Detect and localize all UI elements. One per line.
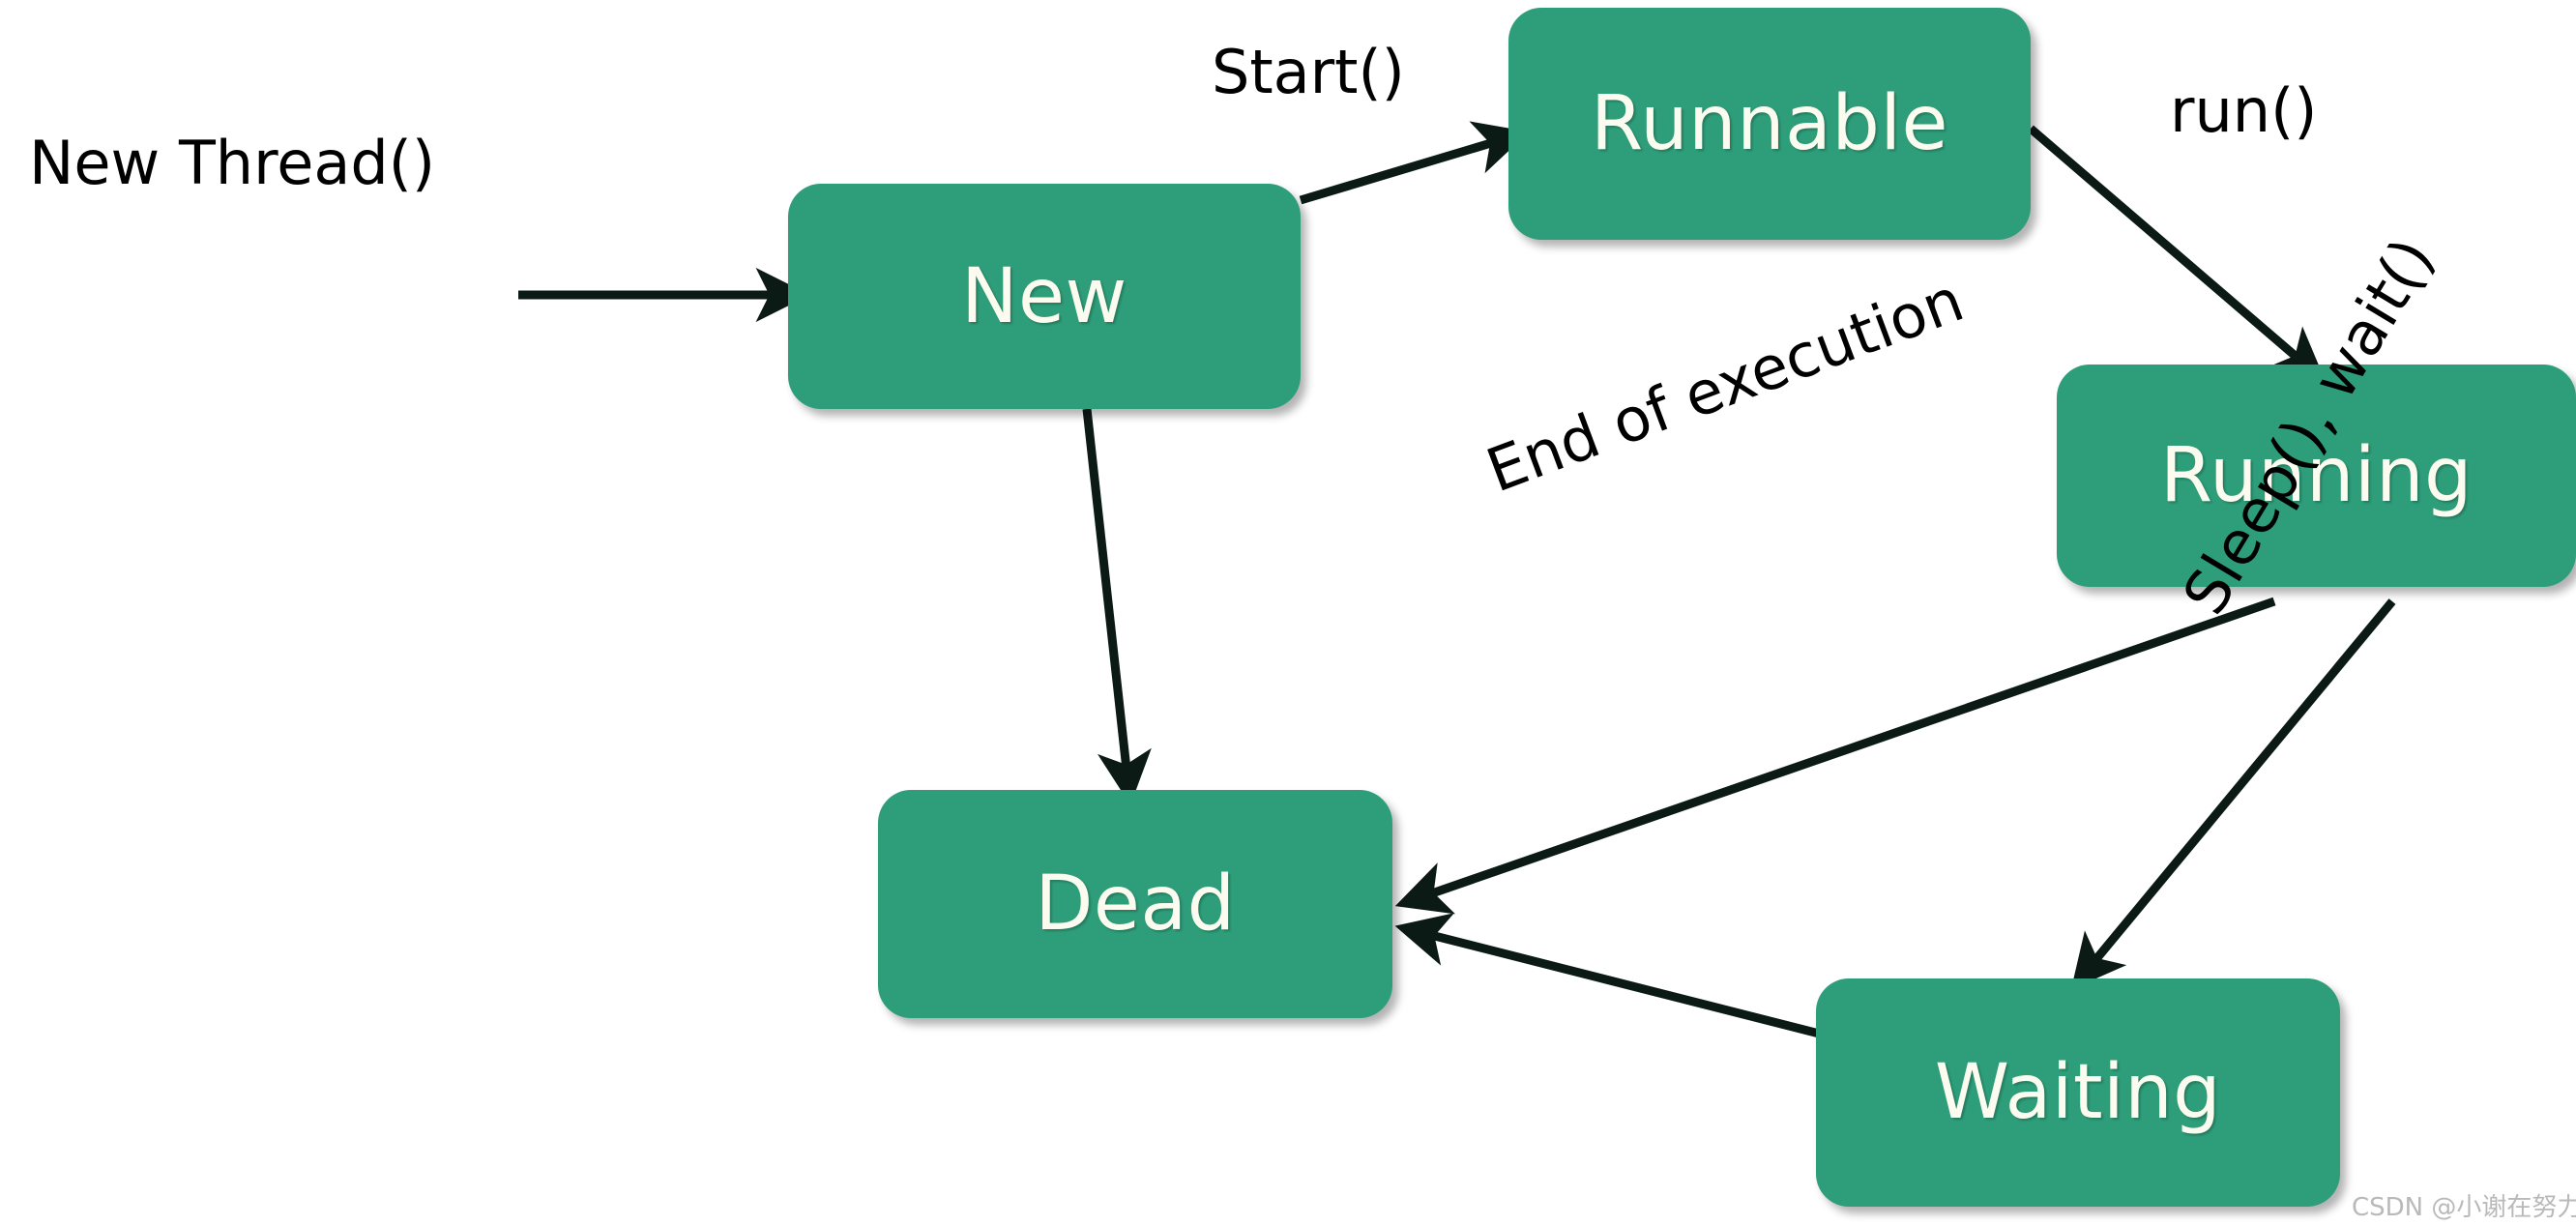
edge-running-to-waiting: [2070, 598, 2396, 990]
edge-new-to-runnable: [1299, 121, 1530, 205]
csdn-watermark: CSDN @小谢在努力: [2352, 1193, 2576, 1222]
node-dead[interactable]: Dead: [878, 790, 1392, 1018]
node-waiting-label: Waiting: [1934, 1049, 2222, 1136]
edge-runnable-to-running: [2028, 125, 2327, 383]
node-runnable[interactable]: Runnable: [1508, 8, 2031, 240]
node-runnable-label: Runnable: [1591, 80, 1948, 167]
edge-label-start: Start(): [1212, 37, 1405, 107]
node-dead-label: Dead: [1035, 861, 1236, 948]
edge-new-to-dead: [1082, 408, 1152, 805]
edge-label-run: run(): [2170, 75, 2318, 146]
node-running-label: Running: [2159, 432, 2474, 519]
edge-waiting-to-dead: [1394, 913, 1844, 1044]
edge-running-to-dead: [1394, 597, 2276, 915]
edge-label-new-thread: New Thread(): [29, 128, 436, 198]
node-waiting[interactable]: Waiting: [1816, 978, 2340, 1207]
node-running[interactable]: Running: [2057, 365, 2576, 587]
node-new[interactable]: New: [788, 184, 1301, 409]
node-new-label: New: [961, 252, 1127, 340]
edge-label-end-of-execution: End of execution: [1478, 264, 1973, 507]
